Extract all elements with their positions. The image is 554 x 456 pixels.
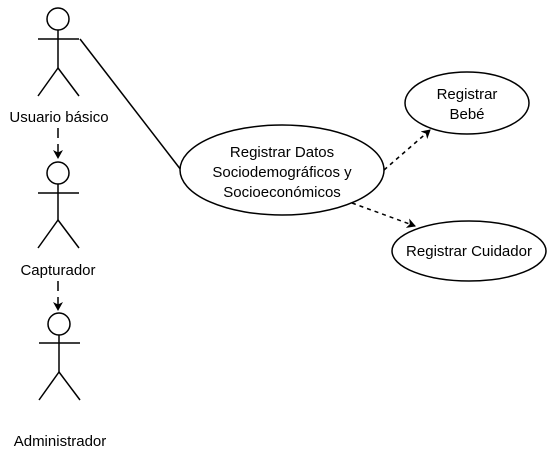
use-case-label-line-3: Socioeconómicos <box>223 184 341 201</box>
use-case-registrar-bebe[interactable]: Registrar Bebé <box>404 71 530 135</box>
actor-usuario-basico[interactable]: Usuario básico <box>9 7 109 126</box>
actor-head <box>46 161 70 185</box>
actor-label-usuario-basico: Usuario básico <box>9 109 108 126</box>
actor-label-administrador: Administrador <box>14 433 107 450</box>
actor-left-leg <box>37 219 59 249</box>
use-case-ellipse <box>404 71 530 135</box>
dependency-arrow-to-registrar-cuidador <box>351 202 416 228</box>
actor-right-leg <box>57 67 80 97</box>
use-case-label-line-2: Sociodemográficos y <box>212 164 352 181</box>
actor-left-leg <box>38 371 60 401</box>
actor-right-leg <box>58 371 81 401</box>
actor-capturador[interactable]: Capturador <box>20 161 96 279</box>
use-case-ellipse <box>391 220 547 282</box>
use-case-registrar-datos[interactable]: Registrar Datos Sociodemográficos y Soci… <box>179 124 385 216</box>
dependency-arrow-to-registrar-bebe <box>383 129 431 171</box>
actor-label-capturador: Capturador <box>20 262 95 279</box>
actor-administrador[interactable]: Administrador <box>14 312 107 450</box>
actor-head <box>47 312 71 336</box>
use-case-label-line-1: Registrar Datos <box>230 144 334 161</box>
use-case-label-line-2: Bebé <box>449 106 484 123</box>
actor-left-leg <box>37 67 59 97</box>
actor-right-leg <box>57 219 80 249</box>
use-case-registrar-cuidador[interactable]: Registrar Cuidador <box>391 220 547 282</box>
use-case-label: Registrar Cuidador <box>406 243 532 260</box>
actor-head <box>46 7 70 31</box>
use-case-label-line-1: Registrar <box>437 86 498 103</box>
association-usuario-registrar-datos <box>79 38 182 171</box>
